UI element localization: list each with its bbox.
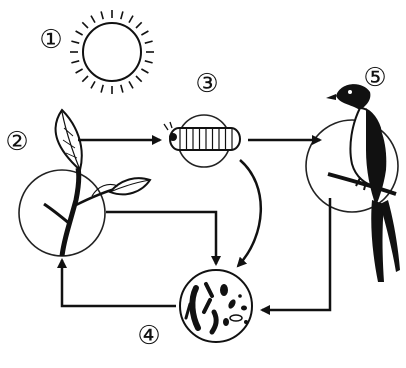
sun-icon	[70, 10, 154, 94]
sun-ray	[91, 16, 95, 23]
sun-ray	[136, 22, 142, 28]
label-bird: ⑤	[360, 64, 390, 94]
sun-ray	[71, 41, 79, 43]
label-plant: ②	[2, 128, 32, 158]
sun-ray	[101, 11, 103, 19]
edge-plant-to-decomposers	[106, 212, 216, 264]
sun-ray	[145, 61, 153, 63]
sun-ray	[129, 81, 133, 88]
bird-icon	[306, 84, 400, 282]
sun-ray	[76, 31, 83, 35]
caterpillar-icon	[164, 115, 240, 167]
label-decomposers: ④	[134, 322, 164, 352]
edge-decomposers-to-plant	[62, 260, 176, 306]
sun-ray	[121, 85, 123, 93]
label-sun: ①	[36, 26, 66, 56]
sun-ray	[82, 22, 88, 28]
sun-ray	[82, 76, 88, 82]
sun-ray	[71, 61, 79, 63]
sun-ray	[141, 69, 148, 73]
edge-bird-to-decomposers	[262, 198, 330, 310]
plant-icon	[19, 110, 150, 256]
edge-caterpillar-to-decomposers	[238, 160, 261, 266]
bacteria-icon	[180, 270, 252, 342]
sun-ray	[129, 16, 133, 23]
sun-ray	[121, 11, 123, 19]
label-caterpillar: ③	[192, 70, 222, 100]
sun-ray	[91, 81, 95, 88]
sun-ray	[101, 85, 103, 93]
sun-ray	[76, 69, 83, 73]
sun-ray	[141, 31, 148, 35]
sun-ray	[136, 76, 142, 82]
sun-ray	[145, 41, 153, 43]
